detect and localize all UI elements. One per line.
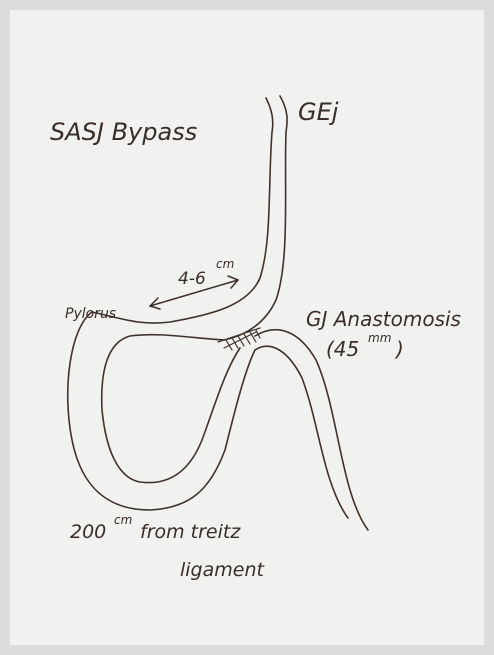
pylorus-label: Pylorus (65, 306, 116, 322)
treitz-distance-unit: cm (114, 513, 132, 527)
duodenal-loop-inner (102, 335, 240, 483)
paper-sheet: SASJ Bypass GEj 4-6 cm Pylorus GJ Anasto… (10, 10, 484, 645)
gj-size-unit: mm (368, 331, 391, 345)
bypass-diagram: SASJ Bypass GEj 4-6 cm Pylorus GJ Anasto… (10, 10, 484, 645)
distance-unit: cm (216, 257, 234, 271)
jejunal-limb-lower (255, 346, 348, 518)
gj-size-close: ) (394, 337, 404, 361)
treitz-label-line2: ligament (180, 559, 266, 581)
treitz-distance-value: 200 (70, 521, 106, 543)
anastomosis-stitches (218, 328, 260, 350)
distance-value: 4-6 (178, 269, 206, 289)
treitz-label-line1: from treitz (140, 521, 241, 543)
gej-label: GEj (298, 98, 339, 126)
diagram-title: SASJ Bypass (50, 118, 197, 146)
gj-anastomosis-label: GJ Anastomosis (306, 307, 461, 331)
gj-size-open: (45 (326, 337, 359, 361)
